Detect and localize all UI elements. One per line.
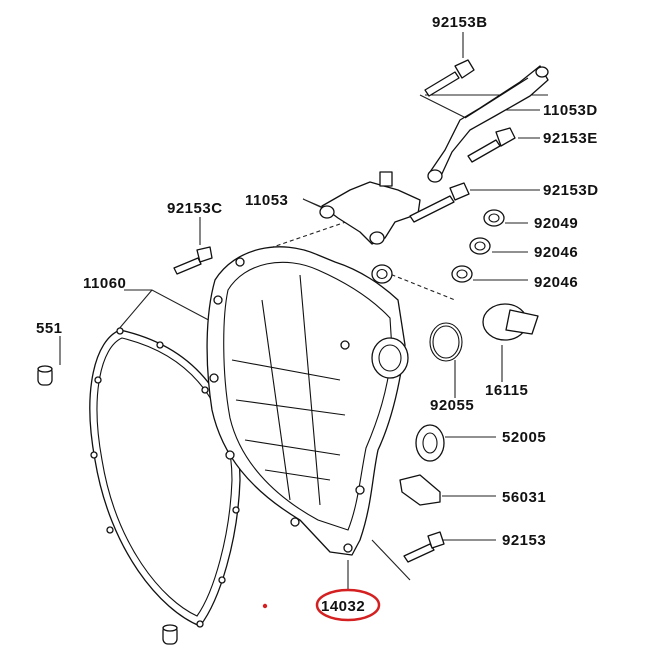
- bracket-11053D: [427, 65, 549, 183]
- label-92153B: 92153B: [432, 14, 488, 31]
- bolt-92153B: [424, 59, 475, 97]
- leader-lines: [59, 32, 548, 590]
- plate-56031: [399, 474, 441, 506]
- cap-16115: [482, 303, 539, 341]
- label-16115: 16115: [485, 382, 528, 399]
- bearing-92046-lower: [451, 265, 473, 283]
- label-92153: 92153: [502, 532, 546, 549]
- bolt-92153E: [467, 127, 516, 163]
- label-92153C: 92153C: [167, 200, 223, 217]
- label-92153E: 92153E: [543, 130, 598, 147]
- bolt-92153D: [409, 182, 470, 223]
- label-11053D: 11053D: [543, 102, 598, 119]
- label-92046-upper: 92046: [534, 244, 578, 261]
- label-14032: 14032: [321, 598, 365, 615]
- part-labels: 92153B 11053D 92153E 92153C 11053 92153D…: [36, 14, 599, 615]
- dowel-pin-551: [37, 365, 178, 645]
- label-52005: 52005: [502, 429, 546, 446]
- bolt-92153C: [173, 246, 213, 275]
- label-92046-lower: 92046: [534, 274, 578, 291]
- label-56031: 56031: [502, 489, 546, 506]
- label-551: 551: [36, 320, 63, 337]
- bearing-92046-upper: [469, 237, 491, 255]
- label-11060: 11060: [83, 275, 126, 292]
- label-92153D: 92153D: [543, 182, 599, 199]
- o-ring-92055: [429, 322, 463, 362]
- label-92055: 92055: [430, 397, 474, 414]
- label-11053: 11053: [245, 192, 288, 209]
- oil-seal-52005: [415, 424, 445, 462]
- highlight-ring: [315, 588, 381, 622]
- seal-92049: [483, 209, 505, 227]
- label-92049: 92049: [534, 215, 578, 232]
- bracket-11053: [319, 171, 421, 245]
- red-dot-mark: [262, 603, 268, 609]
- clutch-cover-14032: [206, 246, 409, 556]
- bolt-92153: [403, 531, 445, 563]
